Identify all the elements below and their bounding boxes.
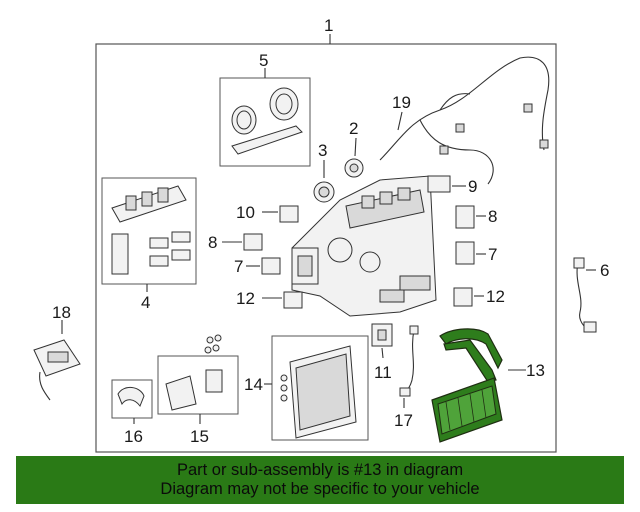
part-2[interactable] <box>344 158 364 178</box>
part-7-actuator-left[interactable] <box>261 257 281 275</box>
part-3[interactable] <box>313 181 335 203</box>
callout-3[interactable]: 3 <box>318 141 327 160</box>
part-11-sensor[interactable] <box>371 323 393 347</box>
part-10-actuator[interactable] <box>279 205 299 223</box>
callout-5[interactable]: 5 <box>259 51 268 70</box>
part-5-seals[interactable] <box>219 77 311 167</box>
part-16-pipe-fitting[interactable] <box>111 379 153 419</box>
callout-2[interactable]: 2 <box>349 119 358 138</box>
callout-13[interactable]: 13 <box>526 361 545 380</box>
callout-10[interactable]: 10 <box>236 203 255 222</box>
callout-9[interactable]: 9 <box>468 177 477 196</box>
part-18-module[interactable] <box>33 339 81 401</box>
part-8-actuator-left[interactable] <box>243 233 263 251</box>
assembly-frame <box>95 43 557 453</box>
part-12-actuator-left[interactable] <box>283 291 303 309</box>
callout-11[interactable]: 11 <box>374 363 392 382</box>
part-9-actuator[interactable] <box>427 175 451 193</box>
callout-1[interactable]: 1 <box>324 16 333 35</box>
part-19-wiring-harness[interactable] <box>379 56 550 185</box>
callout-17[interactable]: 17 <box>394 411 413 430</box>
info-banner: Part or sub-assembly is #13 in diagram D… <box>16 456 624 504</box>
callout-19[interactable]: 19 <box>392 93 411 112</box>
hvac-case[interactable] <box>291 175 437 317</box>
callout-18[interactable]: 18 <box>52 303 71 322</box>
part-6-sensor-hose[interactable] <box>573 257 597 333</box>
banner-line-2: Diagram may not be specific to your vehi… <box>160 480 480 498</box>
callout-8-left[interactable]: 8 <box>208 233 217 252</box>
callout-8-right[interactable]: 8 <box>488 207 497 226</box>
callout-7-right[interactable]: 7 <box>488 245 497 264</box>
callout-12-right[interactable]: 12 <box>486 287 505 306</box>
banner-line-1: Part or sub-assembly is #13 in diagram <box>176 461 464 479</box>
part-13-heater-core[interactable] <box>431 328 503 443</box>
callout-7-left[interactable]: 7 <box>234 257 243 276</box>
callout-12-left[interactable]: 12 <box>236 289 255 308</box>
callout-4[interactable]: 4 <box>141 293 150 312</box>
callout-14[interactable]: 14 <box>244 375 263 394</box>
part-4-doors[interactable] <box>101 177 197 285</box>
part-14-evaporator[interactable] <box>271 335 369 441</box>
part-7-actuator-right[interactable] <box>455 241 475 265</box>
part-12-actuator-right[interactable] <box>453 287 473 307</box>
part-17-sensor-wire[interactable] <box>399 325 419 397</box>
callout-16[interactable]: 16 <box>124 427 143 446</box>
part-15-expansion-valve[interactable] <box>157 334 239 415</box>
callout-6[interactable]: 6 <box>600 261 609 280</box>
part-8-actuator-right[interactable] <box>455 205 475 229</box>
callout-15[interactable]: 15 <box>190 427 209 446</box>
